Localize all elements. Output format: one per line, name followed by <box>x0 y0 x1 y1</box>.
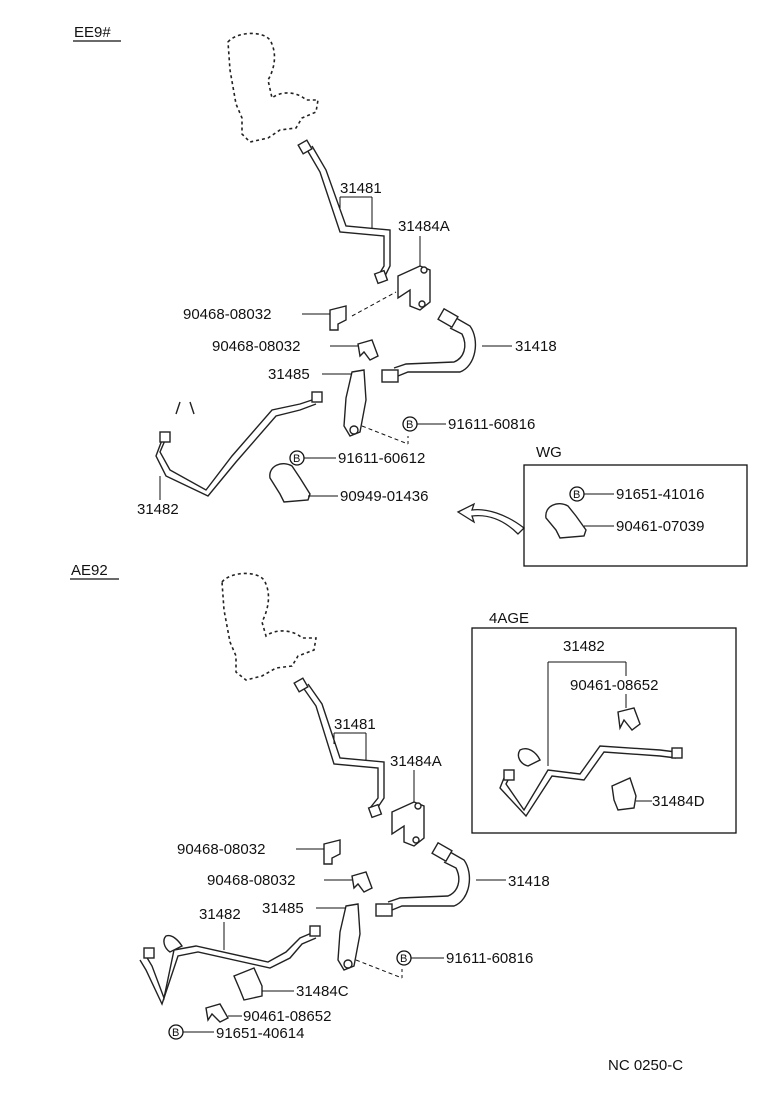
part-91611-60612-ee9: 91611-60612 <box>338 450 425 467</box>
part-31484a-ae92: 31484A <box>390 753 442 770</box>
part-31481-ee9: 31481 <box>340 180 382 197</box>
part-90468-ae92-a: 90468-08032 <box>177 841 265 858</box>
clamp-90949-ee9 <box>269 462 311 503</box>
part-31484d-4age: 31484D <box>652 793 705 810</box>
bracket-31484c-ae92 <box>233 967 263 1001</box>
bracket-31484d-4age <box>611 777 637 811</box>
hose-31418-ee9 <box>381 307 477 383</box>
pipe-31482-ee9 <box>155 391 323 497</box>
bracket-31485-ae92 <box>337 903 361 971</box>
part-31484c-ae92: 31484C <box>296 983 349 1000</box>
bracket-31485-ee9 <box>343 369 367 437</box>
svg-text:B: B <box>406 419 413 431</box>
pipe-31481-ae92 <box>293 677 385 819</box>
section-label-ee9: EE9# <box>74 24 111 41</box>
bolt-marker-ee9-a: B <box>402 416 418 432</box>
part-90468-ee9-b: 90468-08032 <box>212 338 300 355</box>
part-91611-60816-ae92: 91611-60816 <box>446 950 533 967</box>
part-31485-ae92: 31485 <box>262 900 304 917</box>
part-90949-01436-ee9: 90949-01436 <box>340 488 428 505</box>
clip-90461-ae92 <box>205 1003 229 1023</box>
svg-text:B: B <box>573 489 580 501</box>
clip-90461-4age <box>617 707 641 731</box>
arrow-wg-to-clamp <box>456 502 525 535</box>
box-4age <box>471 627 737 834</box>
part-31484a-ee9: 31484A <box>398 218 450 235</box>
part-90461-08652-ae92: 90461-08652 <box>243 1008 331 1025</box>
section-label-ae92: AE92 <box>71 562 108 579</box>
bolt-marker-wg: B <box>569 486 585 502</box>
clip-90468-ee9-b <box>357 339 379 361</box>
bracket-31484a-ee9 <box>397 265 431 311</box>
part-31482-ee9: 31482 <box>137 501 179 518</box>
bolt-marker-ee9-b: B <box>289 450 305 466</box>
part-31482-4age: 31482 <box>563 638 605 655</box>
clip-90468-ee9-a <box>329 305 347 331</box>
svg-text:B: B <box>293 453 300 465</box>
part-91651-41016-wg: 91651-41016 <box>616 486 704 503</box>
part-31418-ae92: 31418 <box>508 873 550 890</box>
bolt-marker-ae92-b: B <box>168 1024 184 1040</box>
master-cylinder-outline-ae92 <box>221 572 317 681</box>
section-label-4age: 4AGE <box>489 610 529 627</box>
diagram-reference-code: NC 0250-C <box>608 1057 683 1074</box>
clamp-90461-wg <box>545 502 587 539</box>
wg-box <box>523 464 748 567</box>
svg-text:B: B <box>400 953 407 965</box>
master-cylinder-outline-ee9 <box>227 32 319 143</box>
part-91651-40614-ae92: 91651-40614 <box>216 1025 304 1042</box>
bracket-31484a-ae92 <box>391 801 425 847</box>
bolt-marker-ae92-a: B <box>396 950 412 966</box>
clip-90468-ae92-b <box>351 871 373 893</box>
part-90461-08652-4age: 90461-08652 <box>570 677 658 694</box>
part-31481-ae92: 31481 <box>334 716 376 733</box>
part-91611-60816-ee9: 91611-60816 <box>448 416 535 433</box>
section-label-wg: WG <box>536 444 562 461</box>
pipe-31481-ee9 <box>297 139 391 285</box>
part-90468-ee9-a: 90468-08032 <box>183 306 271 323</box>
clip-90468-ae92-a <box>323 839 341 865</box>
pipe-31482-4age <box>499 745 683 818</box>
svg-text:B: B <box>172 1027 179 1039</box>
part-31482-ae92: 31482 <box>199 906 241 923</box>
part-31485-ee9: 31485 <box>268 366 310 383</box>
part-90468-ae92-b: 90468-08032 <box>207 872 295 889</box>
part-31418-ee9: 31418 <box>515 338 557 355</box>
pipe-31482-ae92 <box>139 925 321 1006</box>
hose-31418-ae92 <box>375 841 471 917</box>
part-90461-07039-wg: 90461-07039 <box>616 518 704 535</box>
